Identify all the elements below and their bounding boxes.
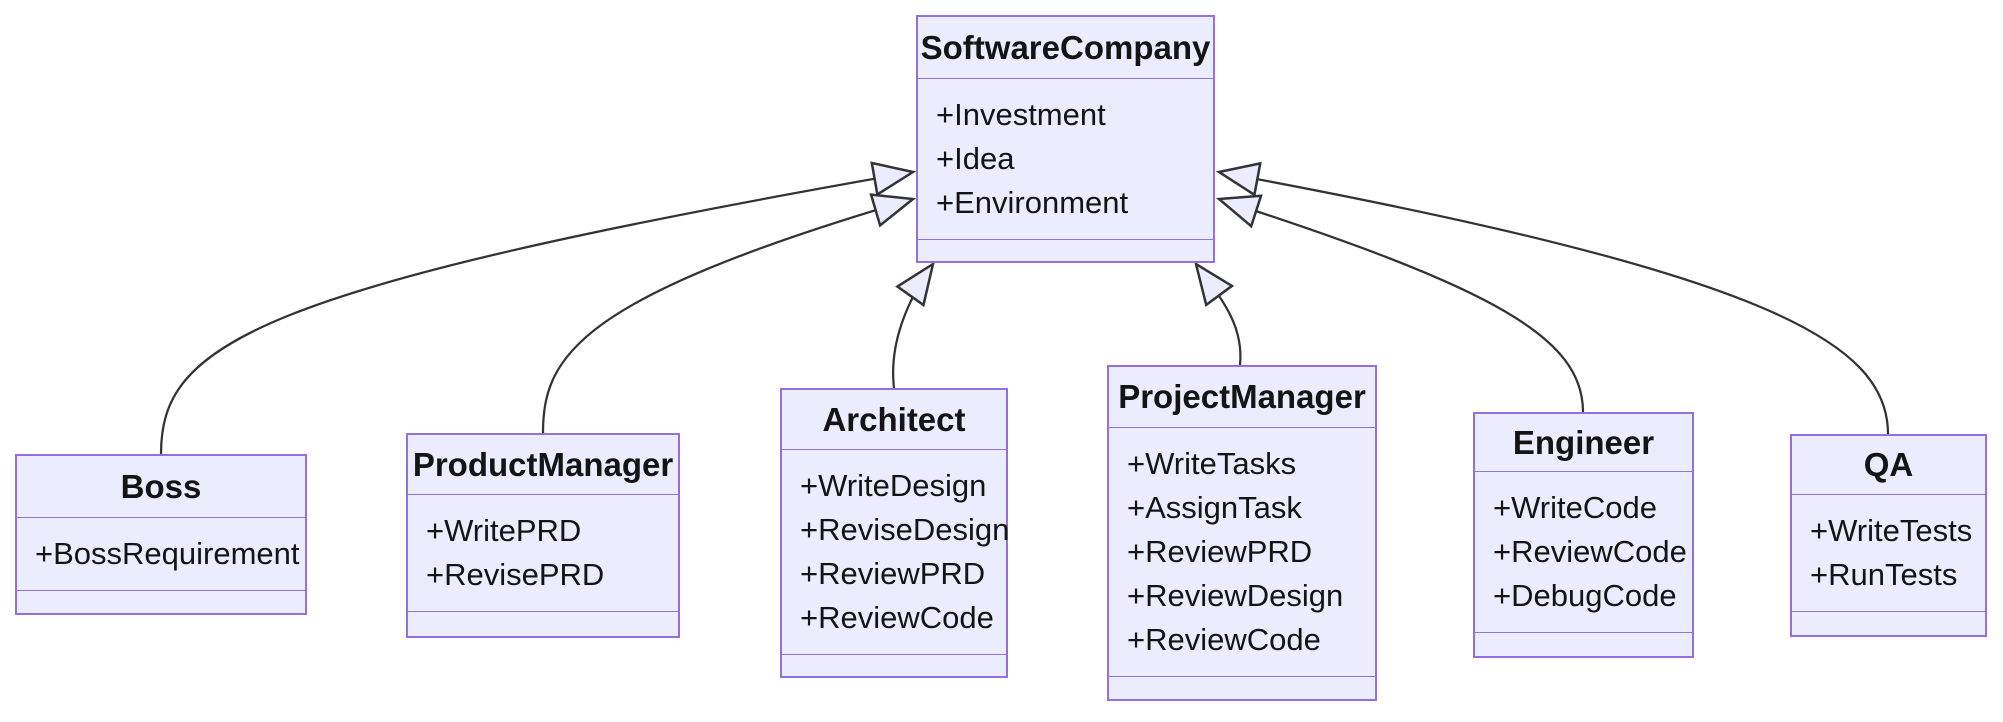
class-attributes-section: +WriteTasks +AssignTask +ReviewPRD +ReviewD… <box>1109 428 1375 677</box>
class-attribute: +ReviewCode <box>800 600 994 635</box>
class-attribute: +RunTests <box>1810 557 1958 592</box>
edge-architect-to-softwarecompany <box>892 261 935 389</box>
class-methods-section-empty <box>918 240 1213 261</box>
class-box-productmanager: ProductManager +WritePRD +RevisePRD <box>406 433 680 638</box>
class-methods-section-empty <box>1109 677 1375 699</box>
class-attribute: +WriteTests <box>1810 513 1973 548</box>
class-box-qa: QA +WriteTests +RunTests <box>1790 434 1987 637</box>
class-attribute: +ReviewDesign <box>1127 578 1344 613</box>
class-title: ProductManager <box>408 435 678 495</box>
class-attribute: +ReviewCode <box>1493 534 1687 569</box>
class-title: QA <box>1792 436 1985 495</box>
class-methods-section-empty <box>782 655 1006 676</box>
class-attribute: +Idea <box>936 141 1015 176</box>
class-attributes-section: +WritePRD +RevisePRD <box>408 495 678 612</box>
class-box-architect: Architect +WriteDesign +ReviseDesign +Revie… <box>780 388 1010 678</box>
class-box-softwarecompany: SoftwareCompany +Investment +Idea +Environm… <box>916 15 1215 263</box>
class-attributes-section: +WriteTests +RunTests <box>1792 495 1985 612</box>
class-methods-section-empty <box>17 591 305 613</box>
class-attributes-section: +WriteCode +ReviewCode +DebugCode <box>1475 472 1692 633</box>
class-attribute: +AssignTask <box>1127 490 1302 525</box>
class-attribute: +ReviewPRD <box>1127 534 1313 569</box>
class-attribute: +Environment <box>936 185 1129 220</box>
class-attribute: +WriteDesign <box>800 468 987 503</box>
class-attribute: +RevisePRD <box>426 557 605 592</box>
class-attribute: +ReviseDesign <box>800 512 1010 547</box>
class-attribute: +ReviewPRD <box>800 556 986 591</box>
class-title: ProjectManager <box>1109 367 1375 428</box>
class-attribute: +WriteTasks <box>1127 446 1297 481</box>
class-box-projectmanager: ProjectManager +WriteTasks +AssignTask +Rev… <box>1107 365 1377 701</box>
class-attribute: +BossRequirement <box>35 536 300 571</box>
class-attributes-section: +Investment +Idea +Environment <box>918 79 1213 240</box>
class-title: Engineer <box>1475 414 1692 472</box>
class-box-boss: Boss +BossRequirement <box>15 454 307 615</box>
class-attribute: +WritePRD <box>426 513 582 548</box>
class-attribute: +DebugCode <box>1493 578 1677 613</box>
edge-engineer-to-softwarecompany <box>1215 194 1585 413</box>
class-attributes-section: +BossRequirement <box>17 518 305 591</box>
class-methods-section-empty <box>1792 612 1985 635</box>
class-title: SoftwareCompany <box>918 17 1213 79</box>
class-attributes-section: +WriteDesign +ReviseDesign +ReviewPRD +Revi… <box>782 450 1010 655</box>
class-attribute: +WriteCode <box>1493 490 1657 525</box>
edge-productmanager-to-softwarecompany <box>541 193 917 434</box>
class-methods-section-empty <box>408 612 678 636</box>
edge-projectmanager-to-softwarecompany <box>1194 261 1242 366</box>
class-methods-section-empty <box>1475 633 1692 656</box>
class-attribute: +Investment <box>936 97 1106 132</box>
class-title: Architect <box>782 390 1006 450</box>
edge-boss-to-softwarecompany <box>159 161 917 455</box>
edge-qa-to-softwarecompany <box>1215 161 1890 435</box>
class-title: Boss <box>17 456 305 518</box>
class-box-engineer: Engineer +WriteCode +ReviewCode +DebugCode <box>1473 412 1694 658</box>
class-attribute: +ReviewCode <box>1127 622 1321 657</box>
